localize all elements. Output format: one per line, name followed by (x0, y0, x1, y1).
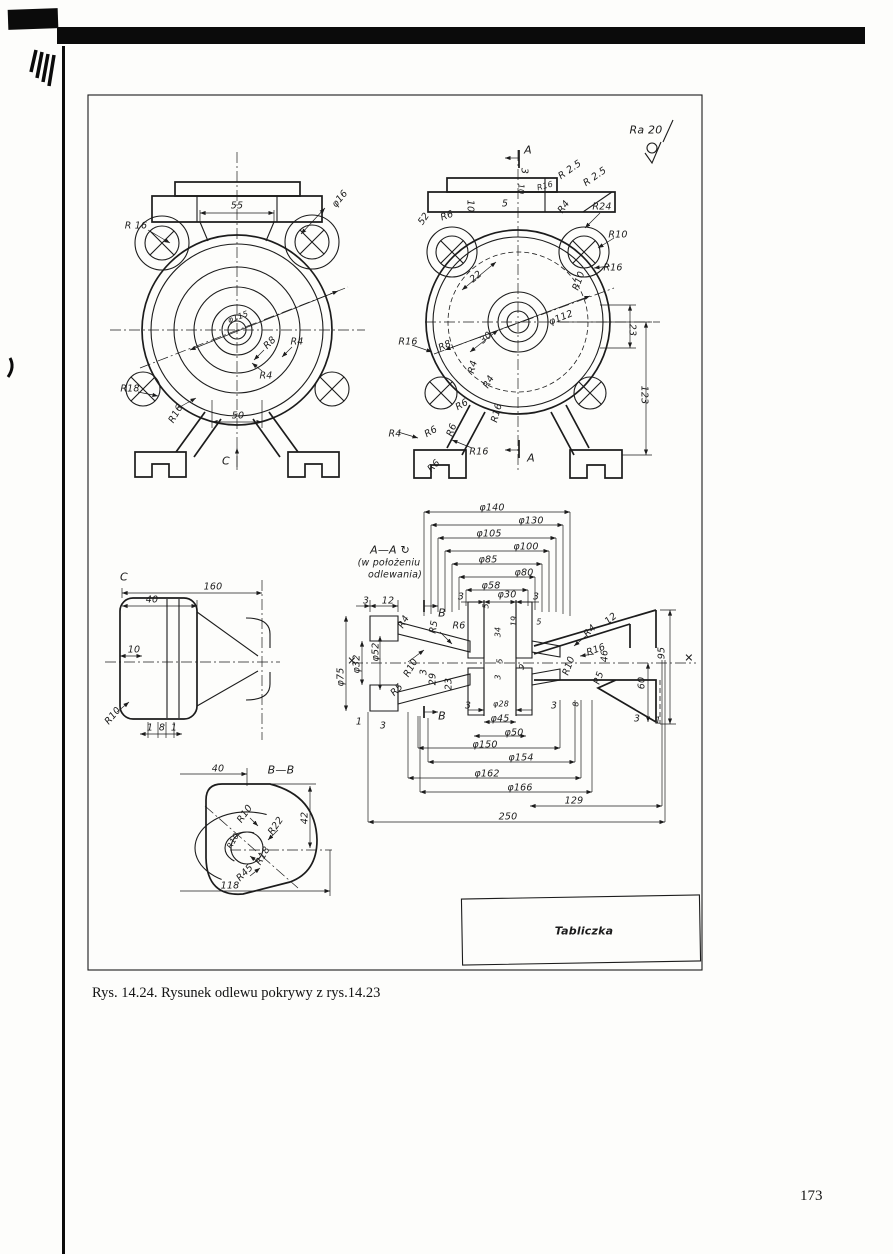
dim-label: φ50 (504, 727, 524, 739)
scan-artifact-comma (6, 357, 14, 378)
section-title: A—A ↻ (370, 543, 410, 557)
dim-label: 50 (231, 410, 245, 422)
section-arrow-label: A (524, 143, 532, 157)
dim-label: 5 (495, 658, 505, 664)
parting-line-mark: ✕ (347, 654, 357, 668)
dim-label: 12 (381, 595, 395, 607)
dim-label: φ45 (490, 713, 510, 725)
dim-label: φ162 (474, 768, 500, 780)
parting-line-mark: ✕ (684, 651, 694, 665)
dim-label: R18 (120, 383, 140, 395)
dim-label: 1 (654, 715, 662, 727)
dim-label: 42 (299, 811, 311, 825)
dim-label: φ52 (370, 642, 382, 662)
dim-label: 3 (379, 720, 387, 732)
dim-label: R5 (427, 619, 441, 635)
dim-label: R4 (290, 336, 304, 348)
dim-label: 23 (443, 677, 455, 691)
dim-label: 55 (230, 200, 244, 212)
back-view-drawing (397, 150, 660, 479)
dim-label: 40 (145, 594, 159, 606)
dim-label: R 16 (124, 220, 148, 232)
dim-label: 40 (211, 763, 225, 775)
dim-label: φ75 (335, 667, 347, 687)
dim-label: 1 (170, 722, 178, 734)
dim-label: 3 (362, 595, 370, 607)
section-subtitle: odlewania) (367, 569, 423, 581)
scan-artifact-top-bar (57, 27, 865, 44)
section-subtitle: (w położeniu (357, 557, 421, 569)
dim-label: φ154 (508, 752, 534, 764)
dim-label: 3 (518, 167, 530, 175)
view-direction-label: C (222, 454, 230, 468)
dim-label: R16 (603, 262, 623, 274)
dim-label: 60 (636, 676, 648, 690)
page-number: 173 (800, 1188, 823, 1204)
view-c-drawing (105, 580, 280, 740)
dim-label: 3 (493, 674, 503, 680)
title-block-label: Tabliczka (554, 924, 614, 938)
dim-label: 5 (501, 198, 509, 210)
dim-label: R6 (452, 620, 466, 632)
dim-label: R4 (259, 370, 273, 382)
dim-label: 250 (498, 811, 518, 823)
dim-label: 10 (516, 183, 526, 195)
dim-label: 46 (599, 649, 611, 663)
dim-label: R16 (469, 446, 489, 458)
dim-label: 8 (158, 722, 166, 734)
dim-label: φ30 (497, 589, 517, 601)
dim-label: R10 (608, 229, 628, 241)
dim-label: 34 (493, 626, 503, 638)
scan-artifact-squiggle (29, 49, 56, 87)
surface-roughness-icon (644, 119, 674, 165)
front-view-drawing (110, 152, 365, 478)
title-block-box (460, 894, 702, 966)
dim-label: 3 (633, 713, 641, 725)
dim-label: 1 (146, 722, 154, 734)
dim-label: 3 (550, 700, 558, 712)
dim-label: R24 (592, 201, 612, 213)
dim-label: 95 (656, 646, 668, 660)
dim-label: φ80 (514, 567, 534, 579)
dim-label: 123 (638, 385, 650, 405)
drawing-frame (87, 94, 703, 971)
dim-label: φ85 (478, 554, 498, 566)
dim-label: 10 (464, 199, 476, 213)
dim-label: 23 (626, 323, 638, 337)
dim-label: 118 (220, 880, 240, 892)
surface-roughness-label: Ra 20 (629, 123, 663, 137)
section-arrow-label: A (527, 451, 535, 465)
dim-label: 1 (355, 716, 363, 728)
dim-label: 19 (509, 615, 519, 627)
dim-label: 5 (481, 603, 491, 609)
view-c-title: C (120, 570, 128, 584)
dim-label: 129 (564, 795, 584, 807)
section-aa-drawing (343, 509, 696, 825)
figure-caption: Rys. 14.24. Rysunek odlewu pokrywy z rys… (92, 985, 381, 1001)
dim-label: φ58 (481, 580, 501, 592)
dim-label: R16 (398, 336, 418, 348)
dim-label: φ105 (476, 528, 502, 540)
dim-label: 3 (532, 591, 540, 603)
view-bb-title: B—B (267, 763, 295, 777)
section-bb-drawing (180, 768, 332, 896)
dim-label: φ140 (479, 502, 505, 514)
dim-label: 3 (457, 591, 465, 603)
section-arrow-label: B (438, 606, 446, 620)
dim-label: 10 (127, 644, 141, 656)
dim-label: φ28 (492, 699, 510, 709)
dim-label: φ166 (507, 782, 533, 794)
dim-label: 5 (536, 617, 542, 627)
dim-label: φ150 (472, 739, 498, 751)
dim-label: 8 (571, 701, 581, 707)
scan-artifact-spine-line (62, 46, 65, 1254)
dim-label: φ130 (518, 515, 544, 527)
dim-label: 160 (203, 581, 223, 593)
dim-label: 29 (427, 672, 439, 686)
dim-label: R4 (388, 428, 402, 440)
dim-label: 3 (464, 700, 472, 712)
section-arrow-label: B (438, 709, 446, 723)
dim-label: φ100 (513, 541, 539, 553)
